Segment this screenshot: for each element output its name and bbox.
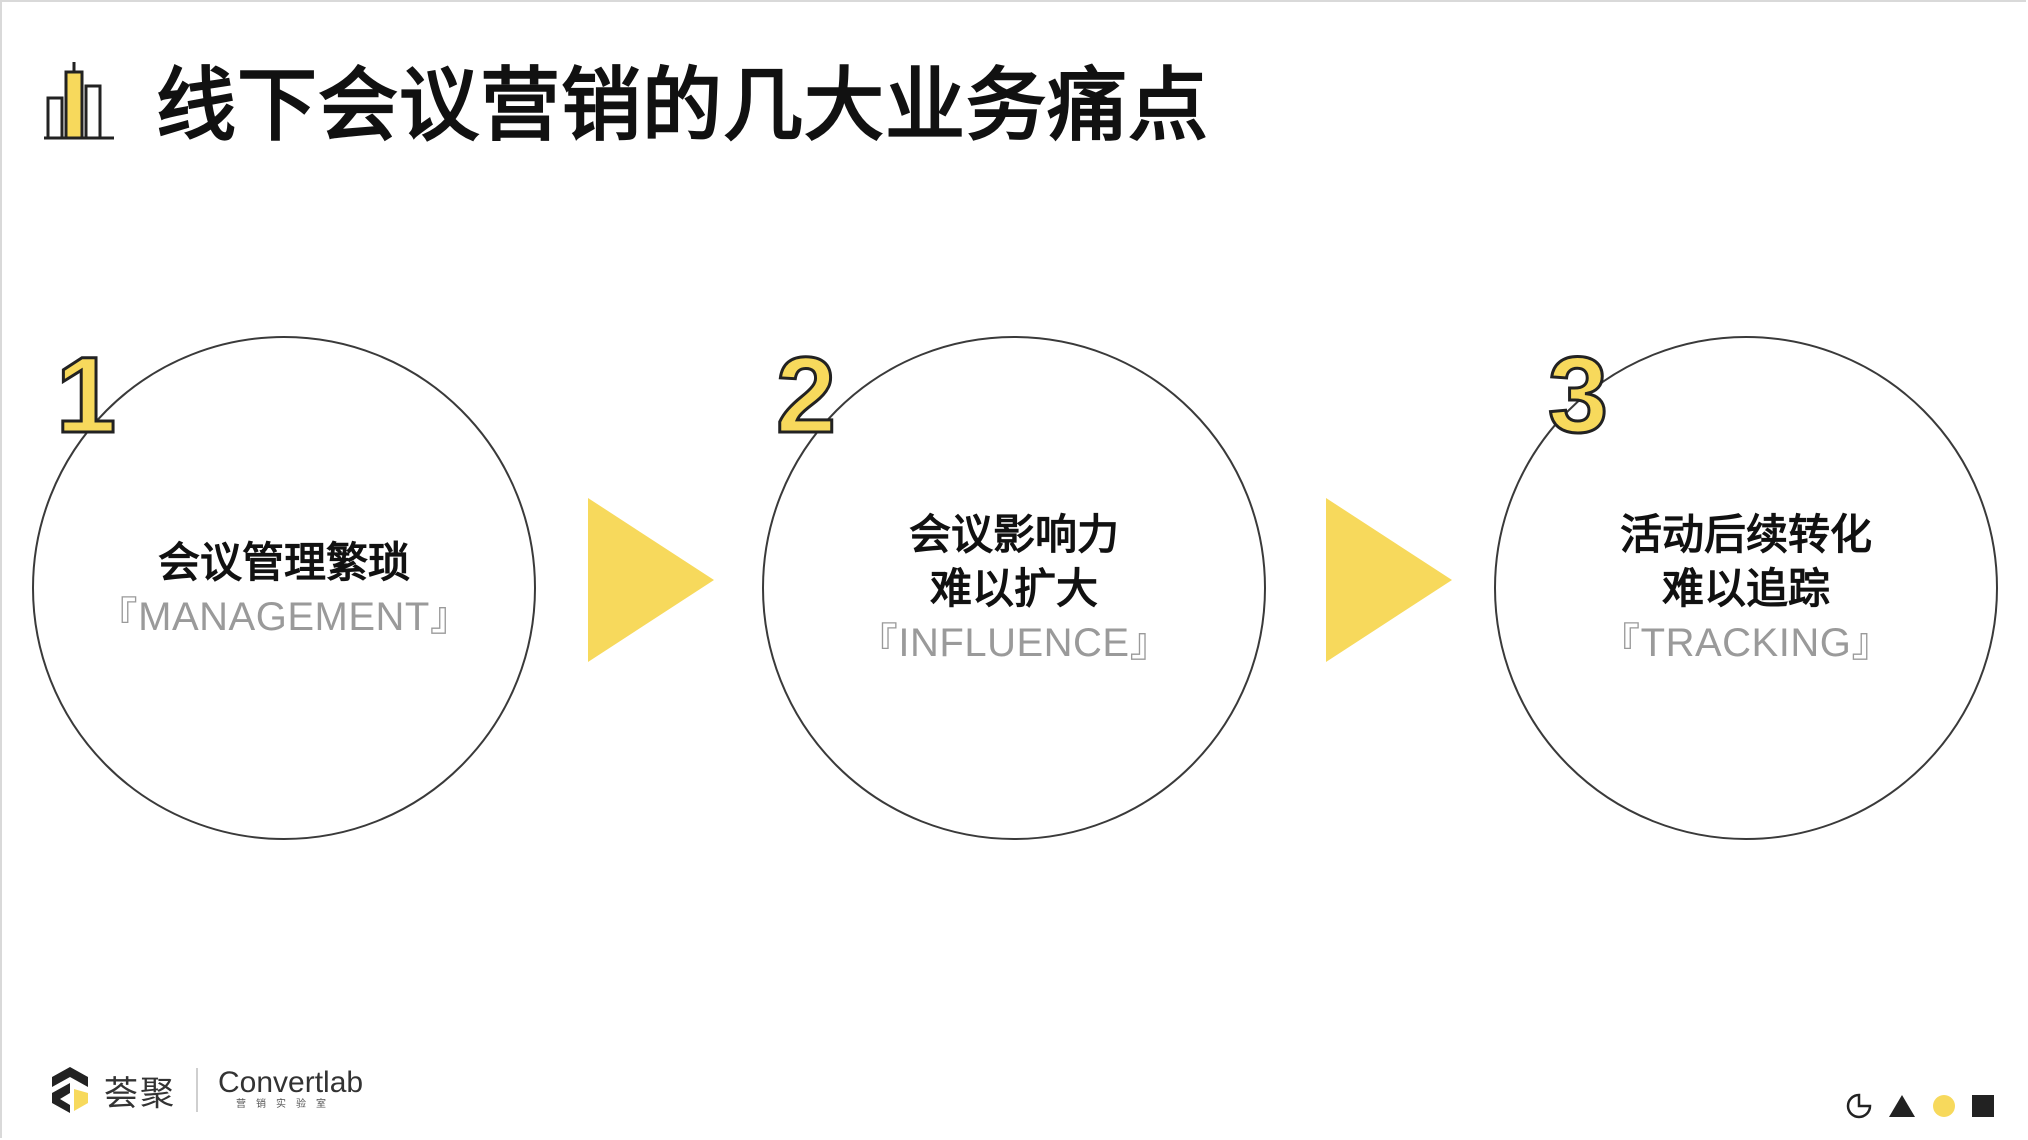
footer-brand: 荟聚 Convertlab 营销实验室 <box>48 1060 363 1120</box>
svg-text:1: 1 <box>56 336 116 446</box>
step-title-3-line1: 活动后续转化 <box>1619 510 1872 559</box>
yellow-circle-icon <box>1933 1095 1955 1117</box>
step-title-1: 会议管理繁琐 <box>157 538 410 587</box>
step-title-3-line2: 难以追踪 <box>1661 564 1830 613</box>
arrow-right-icon <box>1326 498 1452 662</box>
step-label-1: 会议管理繁琐 『MANAGEMENT』 <box>32 536 536 644</box>
svg-text:2: 2 <box>776 336 836 446</box>
step-circle-1 <box>32 336 536 840</box>
brand-divider <box>196 1068 198 1112</box>
step-title-2-line2: 难以扩大 <box>929 564 1098 613</box>
triangle-icon <box>1889 1095 1915 1117</box>
svg-text:3: 3 <box>1548 336 1608 446</box>
step-number-3: 3 <box>1546 336 1609 446</box>
page-title: 线下会议营销的几大业务痛点 <box>156 59 1209 152</box>
decorative-shapes <box>1846 1092 1996 1120</box>
step-label-2: 会议影响力 难以扩大 『INFLUENCE』 <box>762 508 1266 670</box>
step-circle-2 <box>762 336 1266 840</box>
step-title-2-line1: 会议影响力 <box>908 510 1119 559</box>
arrow-right-icon <box>588 498 714 662</box>
brand-en-subtitle: 营销实验室 <box>236 1099 336 1110</box>
pie-outline-icon <box>1846 1093 1872 1119</box>
step-subtitle-3: 『TRACKING』 <box>1600 621 1892 665</box>
brand-cn-name: 荟聚 <box>104 1073 176 1114</box>
brand-en-name: Convertlab <box>218 1066 364 1099</box>
step-number-1: 1 <box>56 336 118 446</box>
step-subtitle-2: 『INFLUENCE』 <box>857 621 1171 665</box>
step-circle-3 <box>1494 336 1998 840</box>
step-number-2: 2 <box>774 336 837 446</box>
bar-chart-icon <box>44 62 114 140</box>
brand-logo-icon <box>52 1067 88 1113</box>
square-icon <box>1972 1095 1994 1117</box>
step-label-3: 活动后续转化 难以追踪 『TRACKING』 <box>1494 508 1998 670</box>
step-subtitle-1: 『MANAGEMENT』 <box>97 595 471 639</box>
brand-en-block: Convertlab 营销实验室 <box>218 1068 363 1112</box>
